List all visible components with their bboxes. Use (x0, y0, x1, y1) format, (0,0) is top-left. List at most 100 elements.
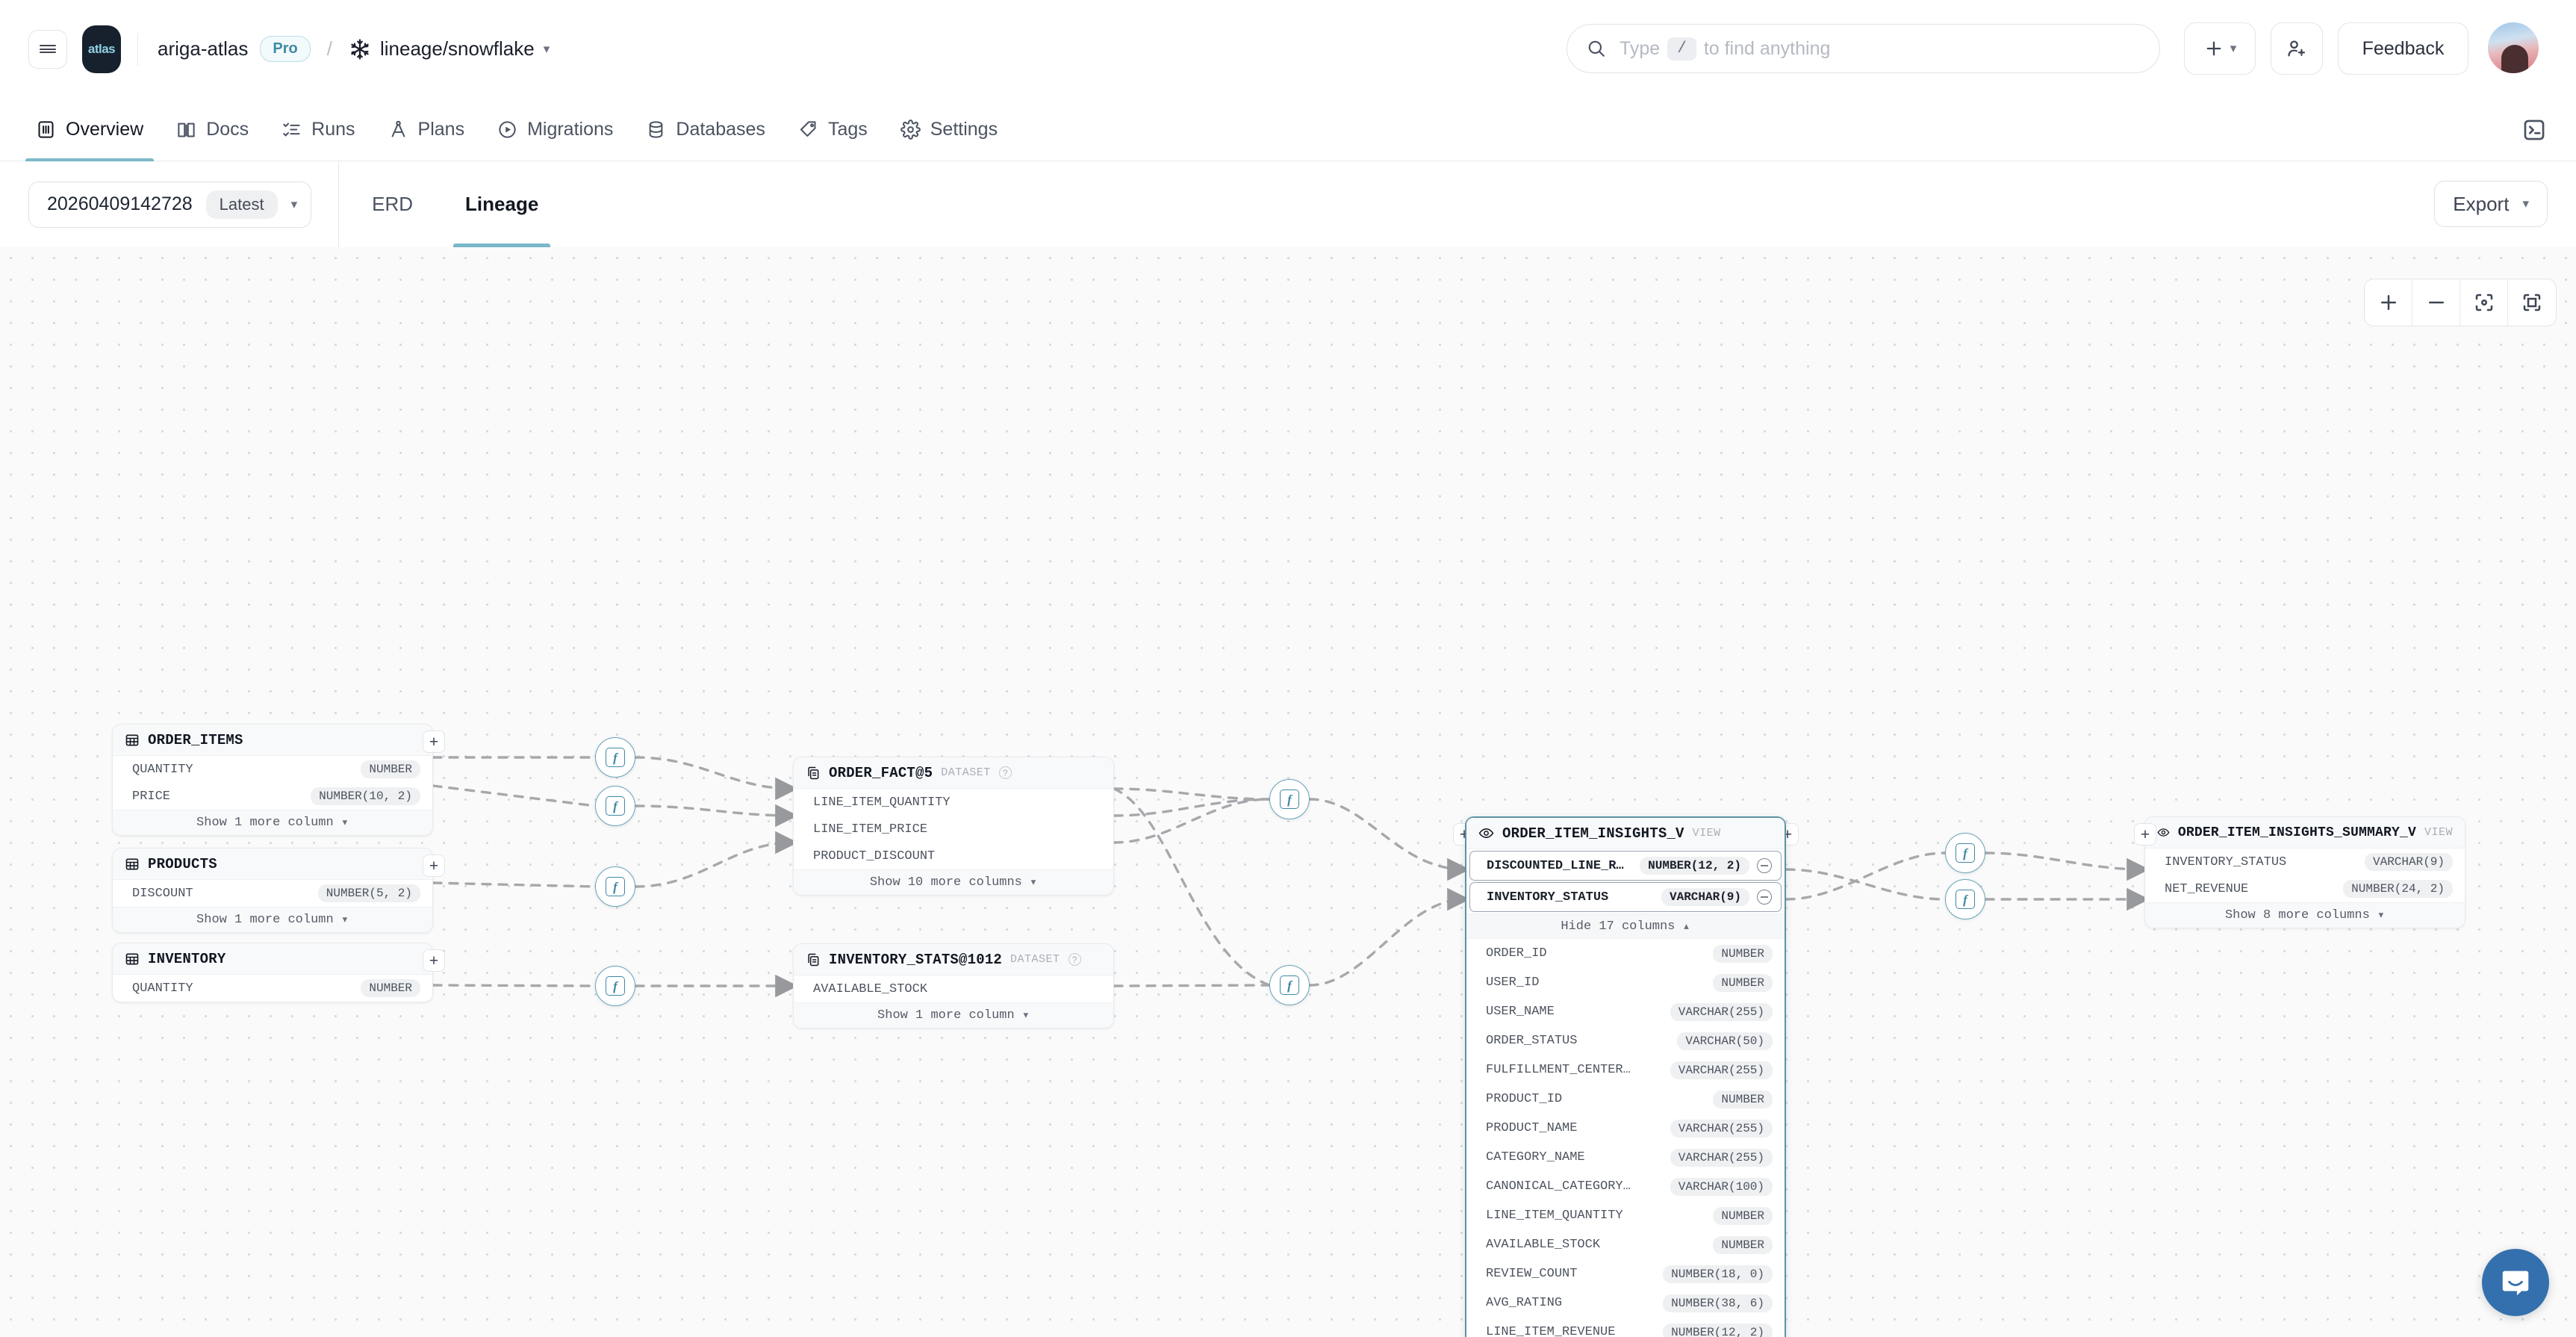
tab-erd[interactable]: ERD (372, 193, 414, 215)
hamburger-icon[interactable] (28, 29, 67, 69)
show-more-columns-button[interactable]: Show 1 more column ▾ (113, 810, 432, 835)
lineage-node-order-items[interactable]: ORDER_ITEMS QUANTITY NUMBER PRICE NUMBER… (112, 724, 433, 836)
expand-upstream-handle[interactable]: + (2134, 823, 2156, 846)
transform-node[interactable]: f (595, 866, 635, 907)
node-column-row[interactable]: QUANTITY NUMBER (113, 975, 432, 1002)
chat-icon[interactable] (2482, 1249, 2549, 1316)
node-column-row-highlighted[interactable]: INVENTORY_STATUS VARCHAR(9) (1469, 882, 1782, 912)
function-icon: f (1956, 843, 1975, 863)
transform-node[interactable]: f (1945, 879, 1985, 919)
export-button[interactable]: Export ▾ (2434, 181, 2548, 227)
search-input[interactable]: Type / to find anything (1567, 24, 2160, 73)
node-title: INVENTORY (148, 950, 226, 967)
node-column-row[interactable]: NET_REVENUE NUMBER(24, 2) (2145, 875, 2465, 902)
tab-lineage[interactable]: Lineage (446, 161, 558, 247)
fullscreen-button[interactable] (2508, 279, 2556, 326)
expand-node-handle[interactable]: + (423, 949, 445, 972)
nav-tab-databases[interactable]: Databases (629, 98, 782, 161)
nav-tab-migrations[interactable]: Migrations (481, 98, 629, 161)
lineage-node-inventory[interactable]: INVENTORY QUANTITY NUMBER (112, 943, 433, 1002)
lineage-node-inventory-stats[interactable]: INVENTORY_STATS@1012 DATASET ? AVAILABLE… (793, 943, 1114, 1029)
show-more-columns-button[interactable]: Show 8 more columns ▾ (2145, 902, 2465, 928)
lineage-canvas[interactable]: ORDER_ITEMS QUANTITY NUMBER PRICE NUMBER… (0, 247, 2576, 1337)
invite-user-button[interactable] (2271, 22, 2323, 75)
version-selector[interactable]: 20260409142728 Latest ▾ (28, 181, 312, 228)
show-more-columns-button[interactable]: Show 10 more columns ▾ (794, 869, 1113, 895)
lineage-node-order-item-insights-summary-v[interactable]: ORDER_ITEM_INSIGHTS_SUMMARY_V VIEW INVEN… (2144, 816, 2465, 928)
node-column-row[interactable]: INVENTORY_STATUS VARCHAR(9) (2145, 849, 2465, 875)
search-icon (1588, 40, 1605, 57)
node-column-row[interactable]: PRODUCT_DISCOUNT (794, 843, 1113, 869)
nav-tab-tags[interactable]: Tags (782, 98, 884, 161)
plans-icon (391, 120, 405, 137)
avatar[interactable] (2486, 21, 2540, 75)
show-more-columns-button[interactable]: Show 1 more column ▾ (794, 1002, 1113, 1028)
column-name: REVIEW_COUNT (1486, 1267, 1578, 1281)
node-column-row[interactable]: AVAILABLE_STOCK (794, 975, 1113, 1002)
node-column-row[interactable]: PRICE NUMBER(10, 2) (113, 783, 432, 810)
hide-columns-label: Hide 17 columns (1561, 919, 1676, 934)
lineage-node-order-item-insights-v[interactable]: ORDER_ITEM_INSIGHTS_V VIEW DISCOUNTED_LI… (1465, 816, 1786, 1337)
nav-tab-overview[interactable]: Overview (19, 98, 160, 162)
nav-tab-docs[interactable]: Docs (160, 98, 265, 161)
plus-icon (2206, 41, 2221, 56)
hide-columns-button[interactable]: Hide 17 columns ▴ (1466, 913, 1785, 939)
nav-tab-databases-label: Databases (676, 118, 765, 140)
column-name: AVAILABLE_STOCK (813, 981, 928, 996)
transform-node[interactable]: f (595, 737, 635, 778)
transform-node[interactable]: f (595, 966, 635, 1006)
breadcrumb-org[interactable]: ariga-atlas (158, 37, 249, 60)
help-icon[interactable]: ? (1068, 953, 1081, 966)
transform-node[interactable]: f (1945, 833, 1985, 873)
expand-node-handle[interactable]: + (423, 730, 445, 753)
add-button[interactable]: ▾ (2184, 22, 2256, 75)
lineage-node-products[interactable]: PRODUCTS DISCOUNT NUMBER(5, 2) Show 1 mo… (112, 848, 433, 933)
transform-node[interactable]: f (1269, 965, 1310, 1005)
node-column-row[interactable]: CANONICAL_CATEGORY…VARCHAR(100) (1466, 1172, 1785, 1201)
column-name: ORDER_ID (1486, 946, 1547, 961)
fit-view-button[interactable] (2460, 279, 2508, 326)
expand-node-handle[interactable]: + (423, 854, 445, 877)
atlas-logo[interactable]: atlas (82, 25, 121, 73)
main-nav: Overview Docs Runs Plans Migrations Data… (0, 98, 2576, 162)
view-icon (1478, 828, 1494, 838)
plan-badge[interactable]: Pro (260, 36, 311, 62)
nav-tab-settings[interactable]: Settings (884, 98, 1014, 161)
node-column-row-highlighted[interactable]: DISCOUNTED_LINE_R… NUMBER(12, 2) (1469, 851, 1782, 881)
remove-column-icon[interactable] (1757, 858, 1772, 873)
transform-node[interactable]: f (1269, 779, 1310, 819)
transform-node[interactable]: f (595, 786, 635, 826)
feedback-button[interactable]: Feedback (2338, 22, 2468, 75)
show-more-columns-button[interactable]: Show 1 more column ▾ (113, 907, 432, 932)
lineage-node-order-fact[interactable]: ORDER_FACT@5 DATASET ? LINE_ITEM_QUANTIT… (793, 757, 1114, 896)
nav-tab-runs-label: Runs (311, 118, 355, 140)
remove-column-icon[interactable] (1757, 890, 1772, 905)
column-name: DISCOUNTED_LINE_R… (1487, 858, 1624, 873)
node-column-row[interactable]: DISCOUNT NUMBER(5, 2) (113, 880, 432, 907)
breadcrumb-project[interactable]: lineage/snowflake ▾ (349, 37, 550, 61)
help-icon[interactable]: ? (998, 766, 1012, 779)
zoom-in-button[interactable] (2365, 279, 2412, 326)
node-column-row[interactable]: QUANTITY NUMBER (113, 756, 432, 783)
terminal-icon[interactable] (2515, 111, 2554, 149)
node-column-row[interactable]: LINE_ITEM_PRICE (794, 816, 1113, 843)
nav-tab-runs[interactable]: Runs (265, 98, 371, 161)
zoom-out-button[interactable] (2412, 279, 2460, 326)
node-kind-label: VIEW (1692, 827, 1721, 840)
nav-tab-plans[interactable]: Plans (372, 98, 482, 161)
node-column-row[interactable]: LINE_ITEM_QUANTITY (794, 789, 1113, 816)
node-header: INVENTORY (113, 943, 432, 975)
node-column-row[interactable]: FULFILLMENT_CENTER…VARCHAR(255) (1466, 1055, 1785, 1085)
